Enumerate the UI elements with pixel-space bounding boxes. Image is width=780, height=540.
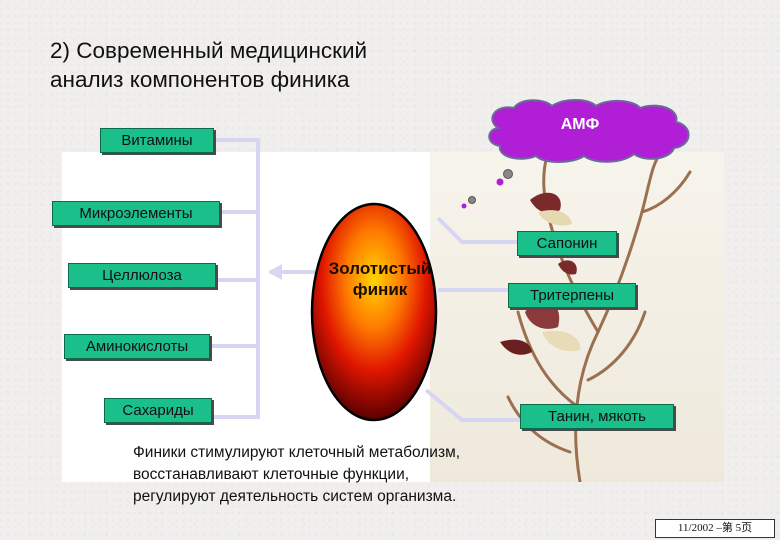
- page-number: 11/2002 –第 5页: [655, 519, 775, 538]
- footer-line3: регулируют деятельность систем организма…: [133, 488, 457, 505]
- box-aminoacids: Аминокислоты: [64, 334, 210, 359]
- connector-saponin: [436, 216, 520, 244]
- butterfly-small: [558, 260, 577, 275]
- arrowhead-left: [268, 264, 282, 280]
- golden-date-line1: Золотистый: [328, 259, 432, 278]
- golden-date-ellipse: [310, 202, 438, 422]
- box-saccharides: Сахариды: [104, 398, 212, 423]
- slide-title-line1: 2) Современный медицинский: [50, 38, 368, 63]
- box-microelements: Микроэлементы: [52, 201, 220, 226]
- footer-line2: восстанавливают клеточные функции,: [133, 466, 410, 483]
- box-cellulose: Целлюлоза: [68, 263, 216, 288]
- footer-line1: Финики стимулируют клеточный метаболизм,: [133, 444, 461, 461]
- box-saponin: Сапонин: [517, 231, 617, 256]
- connector-tannin: [424, 388, 520, 422]
- slide-title-line2: анализ компонентов финика: [50, 67, 350, 92]
- amf-cloud: [488, 99, 690, 163]
- amf-label: АМФ: [560, 116, 600, 133]
- butterfly-top: [530, 192, 572, 226]
- slide-title: 2) Современный медицинский анализ компон…: [50, 36, 490, 94]
- box-tannin: Танин, мякоть: [520, 404, 674, 429]
- box-vitamins: Витамины: [100, 128, 214, 153]
- box-triterpenes: Тритерпены: [508, 283, 636, 308]
- cloud-bubbles: [461, 169, 513, 209]
- footer-text: Финики стимулируют клеточный метаболизм,…: [133, 442, 593, 508]
- golden-date-label: Золотистый финик: [310, 258, 450, 300]
- golden-date-line2: финик: [352, 280, 408, 299]
